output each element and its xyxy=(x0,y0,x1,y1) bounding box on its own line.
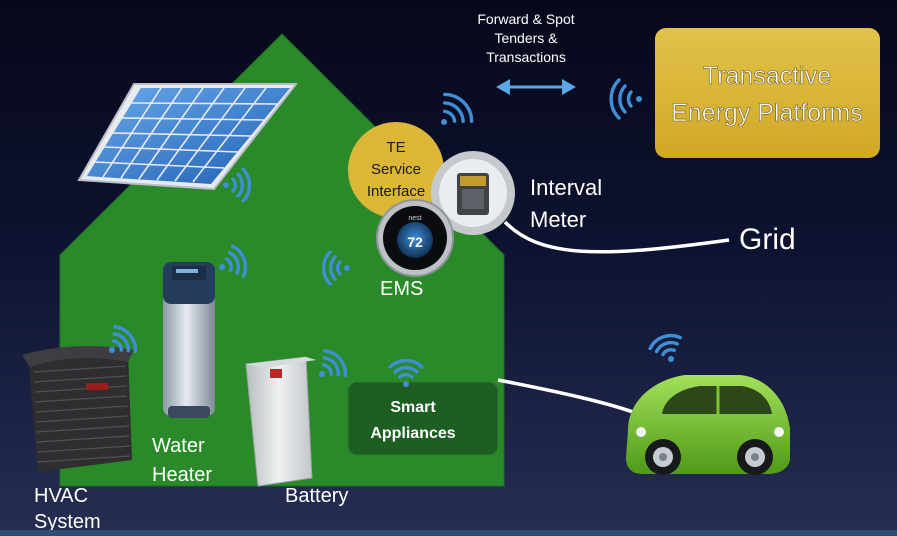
interval-meter-icon xyxy=(431,151,515,235)
ems-label: EMS xyxy=(380,278,423,300)
hvac-unit-icon xyxy=(22,346,134,472)
water-heater-icon xyxy=(163,262,215,418)
wifi-icon xyxy=(223,167,252,203)
hvac-label-line1: HVAC xyxy=(34,485,88,507)
wifi-icon xyxy=(321,250,350,286)
hvac-label-line2: System xyxy=(34,511,101,533)
interval-meter-label-line2: Meter xyxy=(530,207,586,232)
te-service-line3: Interface xyxy=(367,183,425,200)
grid-label: Grid xyxy=(739,223,796,256)
wifi-icons xyxy=(109,78,682,387)
water-heater-label-line1: Water xyxy=(152,435,205,457)
electric-car-icon xyxy=(626,375,790,475)
nest-brand: nest xyxy=(408,215,421,222)
wifi-icon xyxy=(648,333,682,362)
te-service-circle xyxy=(348,122,444,218)
water-heater-label-line2: Heater xyxy=(152,464,212,486)
platform-box xyxy=(655,28,880,158)
wifi-icon xyxy=(219,244,248,278)
interval-meter-label-line1: Interval xyxy=(530,175,602,200)
smart-appliances-line1: Smart xyxy=(390,399,436,416)
wifi-icon xyxy=(319,349,348,378)
smart-appliances-box xyxy=(347,381,499,456)
platform-title-line2: Energy Platforms xyxy=(671,99,863,127)
wifi-icon xyxy=(109,325,138,354)
thermostat-temperature: 72 xyxy=(407,234,423,250)
arrow-text-line3: Transactions xyxy=(486,49,566,65)
battery-label: Battery xyxy=(285,485,348,507)
bottom-band xyxy=(0,530,897,536)
te-service-line2: Service xyxy=(371,161,421,178)
wifi-icon xyxy=(441,92,474,125)
wire-meter-grid xyxy=(503,220,730,254)
arrow-text-line1: Forward & Spot xyxy=(477,11,574,27)
thermostat-icon: nest 72 xyxy=(376,199,454,277)
platform-title-line1: Transactive xyxy=(703,62,831,90)
solar-panel-icon xyxy=(77,83,299,191)
smart-appliances-line2: Appliances xyxy=(370,425,455,442)
wifi-icon xyxy=(388,358,424,387)
battery-cabinet-icon xyxy=(245,356,316,487)
double-arrow-icon xyxy=(496,79,576,95)
wifi-icon xyxy=(609,78,642,120)
te-service-line1: TE xyxy=(386,139,405,156)
arrow-text-line2: Tenders & xyxy=(494,30,558,46)
wire-house-car xyxy=(497,378,649,420)
